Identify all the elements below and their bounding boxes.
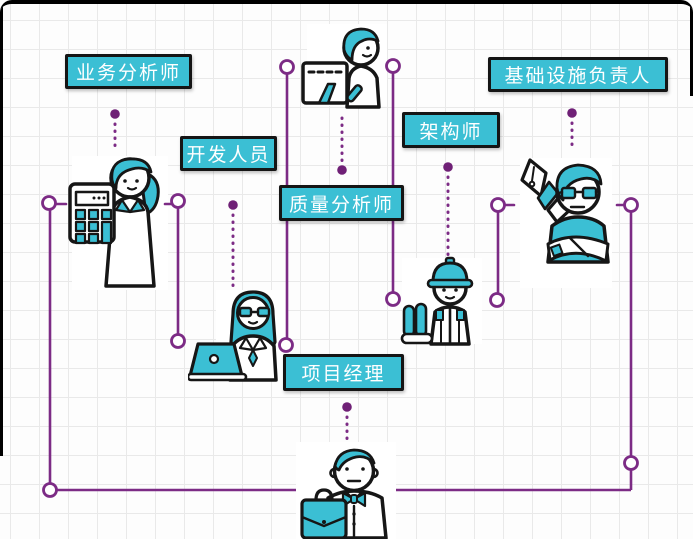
leader-dot (110, 109, 120, 119)
eye (366, 46, 370, 50)
collar (114, 198, 132, 214)
label-project-manager: 项目经理 (283, 354, 404, 391)
label-infrastructure-lead: 基础设施负责人 (488, 57, 668, 92)
bow-tie (352, 491, 367, 508)
laptop-logo (208, 353, 220, 365)
pen-nib-hole (528, 180, 536, 188)
node (490, 197, 506, 213)
glasses-right (581, 186, 598, 200)
label-architect: 架构师 (402, 112, 500, 148)
button (352, 512, 356, 516)
wristband (549, 243, 564, 258)
hair (333, 448, 376, 472)
lapel (251, 336, 268, 352)
leader-dot (337, 165, 347, 175)
eye (442, 288, 446, 292)
display-dot (97, 196, 101, 200)
glasses-left (238, 306, 253, 318)
smile (126, 186, 138, 191)
display-dot (102, 196, 106, 200)
eye (135, 179, 139, 183)
hair (555, 163, 603, 202)
smile (247, 320, 259, 325)
blueprint-roll (402, 304, 416, 338)
hard-hat (431, 261, 469, 284)
hard-hat-brim (426, 278, 474, 289)
paper-roll (400, 332, 434, 345)
node (279, 59, 295, 75)
glasses-left (560, 186, 577, 200)
leader-dot (342, 402, 352, 412)
leader-dot (567, 108, 577, 118)
display-dot (92, 196, 96, 200)
arm-crease (568, 236, 590, 258)
hair (342, 27, 380, 62)
node (170, 333, 186, 349)
architect-figure (400, 256, 482, 346)
business-analyst-figure (68, 156, 168, 290)
node (41, 195, 57, 211)
calculator-buttons (74, 208, 113, 245)
eye (454, 288, 458, 292)
node (623, 197, 639, 213)
vest-strap (435, 309, 444, 321)
crossed-arms (546, 235, 610, 263)
briefcase-flap (300, 515, 348, 528)
eye (345, 467, 349, 471)
frame-left-border (0, 4, 3, 456)
laptop-base (188, 372, 248, 382)
leader-dot (228, 200, 238, 210)
smile (361, 53, 373, 58)
monitor-stand (317, 82, 337, 105)
smile (444, 295, 456, 300)
node (623, 455, 639, 471)
button (352, 522, 356, 526)
glasses-right (256, 306, 271, 318)
calculator-display (74, 190, 110, 207)
blueprint-roll (414, 302, 428, 338)
bow-tie-knot (350, 494, 358, 504)
project-manager-figure (296, 442, 396, 539)
lapel (238, 336, 255, 352)
quality-analyst-figure (301, 24, 387, 109)
label-quality-analyst: 质量分析师 (279, 185, 404, 221)
label-business-analyst: 业务分析师 (65, 54, 192, 89)
eye (123, 179, 127, 183)
developer-figure (188, 290, 286, 382)
infrastructure-lead-figure (520, 158, 612, 288)
vest-strap (456, 309, 465, 321)
label-developer: 开发人员 (180, 136, 277, 171)
node (489, 292, 505, 308)
frame-right-border (690, 4, 693, 96)
glasses-bridge (557, 189, 601, 195)
pen-nib-slit (531, 166, 535, 182)
collar (128, 198, 146, 214)
tie (248, 349, 258, 367)
eye (361, 467, 365, 471)
leader-dot (443, 162, 453, 172)
node (42, 482, 58, 498)
briefcase-clasp (322, 520, 326, 524)
